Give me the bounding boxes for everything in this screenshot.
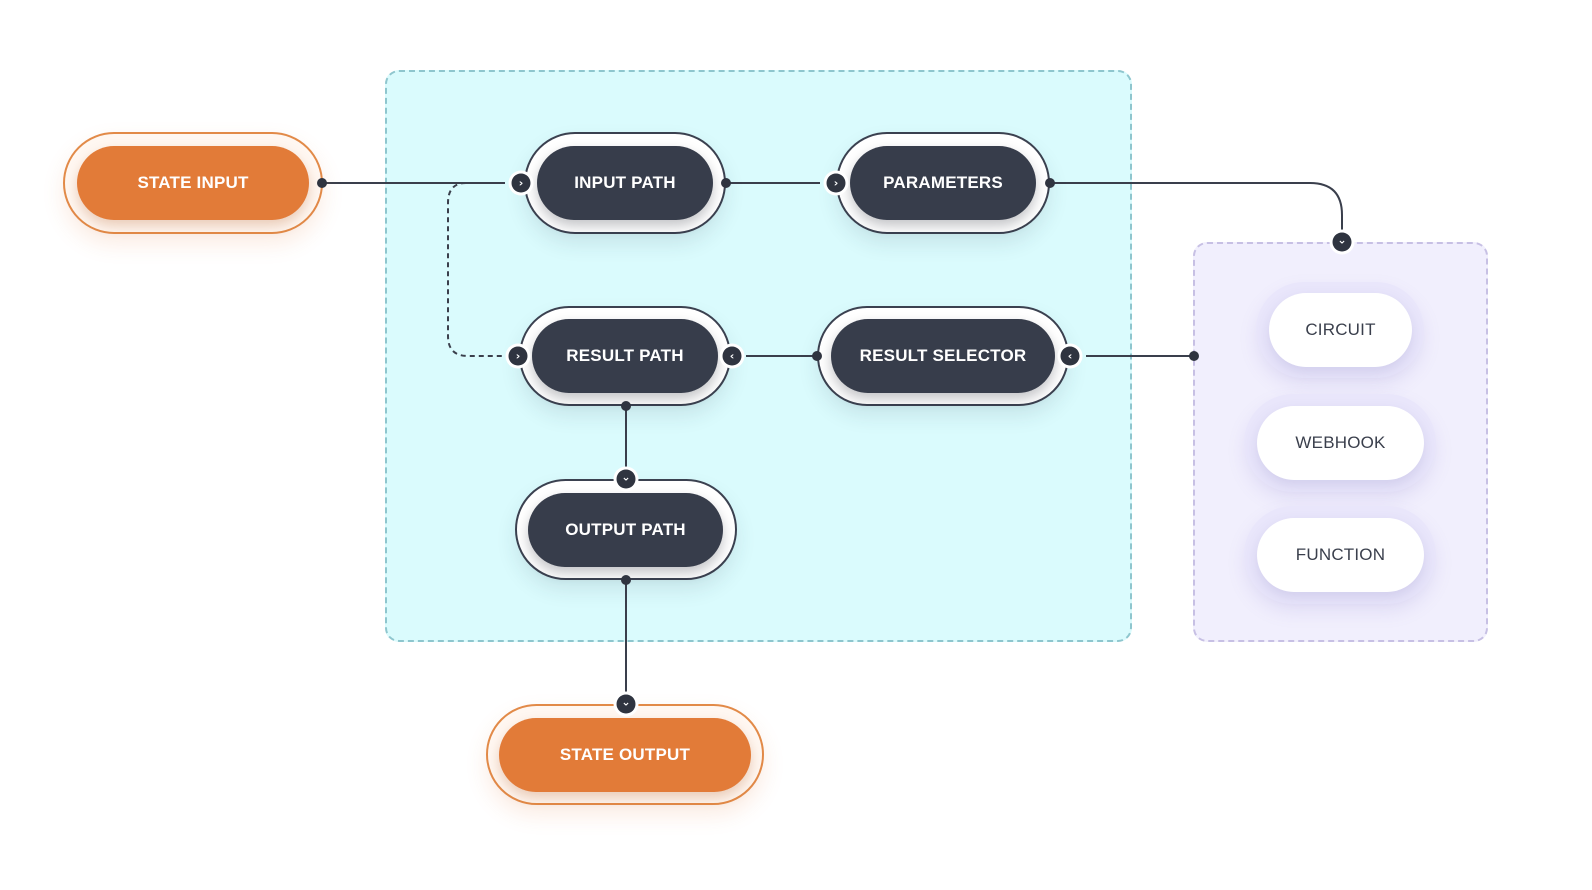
result-path-node[interactable]: RESULT PATH <box>532 319 718 393</box>
result-selector-out-port[interactable] <box>812 351 822 361</box>
circuit-label: CIRCUIT <box>1305 320 1376 339</box>
result-path-out-port[interactable] <box>621 401 631 411</box>
input-path-label: INPUT PATH <box>574 173 676 192</box>
parameters-out-port[interactable] <box>1045 178 1055 188</box>
connector-input-to-result-path-dashed <box>447 182 505 357</box>
circuit-node[interactable]: CIRCUIT <box>1269 293 1412 367</box>
chevron-left-icon[interactable]: ‹ <box>722 346 742 366</box>
state-input-out-port[interactable] <box>317 178 327 188</box>
webhook-label: WEBHOOK <box>1295 433 1386 452</box>
input-path-out-port[interactable] <box>721 178 731 188</box>
parameters-node[interactable]: PARAMETERS <box>850 146 1036 220</box>
chevron-down-icon[interactable]: ⌄ <box>1332 232 1352 252</box>
parameters-label: PARAMETERS <box>883 173 1003 192</box>
connector-parameters-to-targets <box>1050 182 1343 232</box>
state-output-label: STATE OUTPUT <box>559 745 691 764</box>
state-output-node[interactable]: STATE OUTPUT <box>499 718 751 792</box>
state-input-node[interactable]: STATE INPUT <box>77 146 309 220</box>
chevron-down-icon[interactable]: ⌄ <box>616 694 636 714</box>
chevron-right-icon[interactable]: › <box>508 346 528 366</box>
result-selector-label: RESULT SELECTOR <box>859 346 1027 365</box>
chevron-right-icon[interactable]: › <box>511 173 531 193</box>
output-path-label: OUTPUT PATH <box>565 520 686 539</box>
function-node[interactable]: FUNCTION <box>1257 518 1424 592</box>
result-selector-node[interactable]: RESULT SELECTOR <box>831 319 1055 393</box>
chevron-right-icon[interactable]: › <box>826 173 846 193</box>
webhook-node[interactable]: WEBHOOK <box>1257 406 1424 480</box>
state-input-label: STATE INPUT <box>137 173 249 192</box>
chevron-down-icon[interactable]: ⌄ <box>616 469 636 489</box>
result-path-label: RESULT PATH <box>566 346 684 365</box>
function-label: FUNCTION <box>1295 545 1386 564</box>
input-path-node[interactable]: INPUT PATH <box>537 146 713 220</box>
output-path-node[interactable]: OUTPUT PATH <box>528 493 723 567</box>
targets-out-port[interactable] <box>1189 351 1199 361</box>
chevron-left-icon[interactable]: ‹ <box>1060 346 1080 366</box>
output-path-out-port[interactable] <box>621 575 631 585</box>
